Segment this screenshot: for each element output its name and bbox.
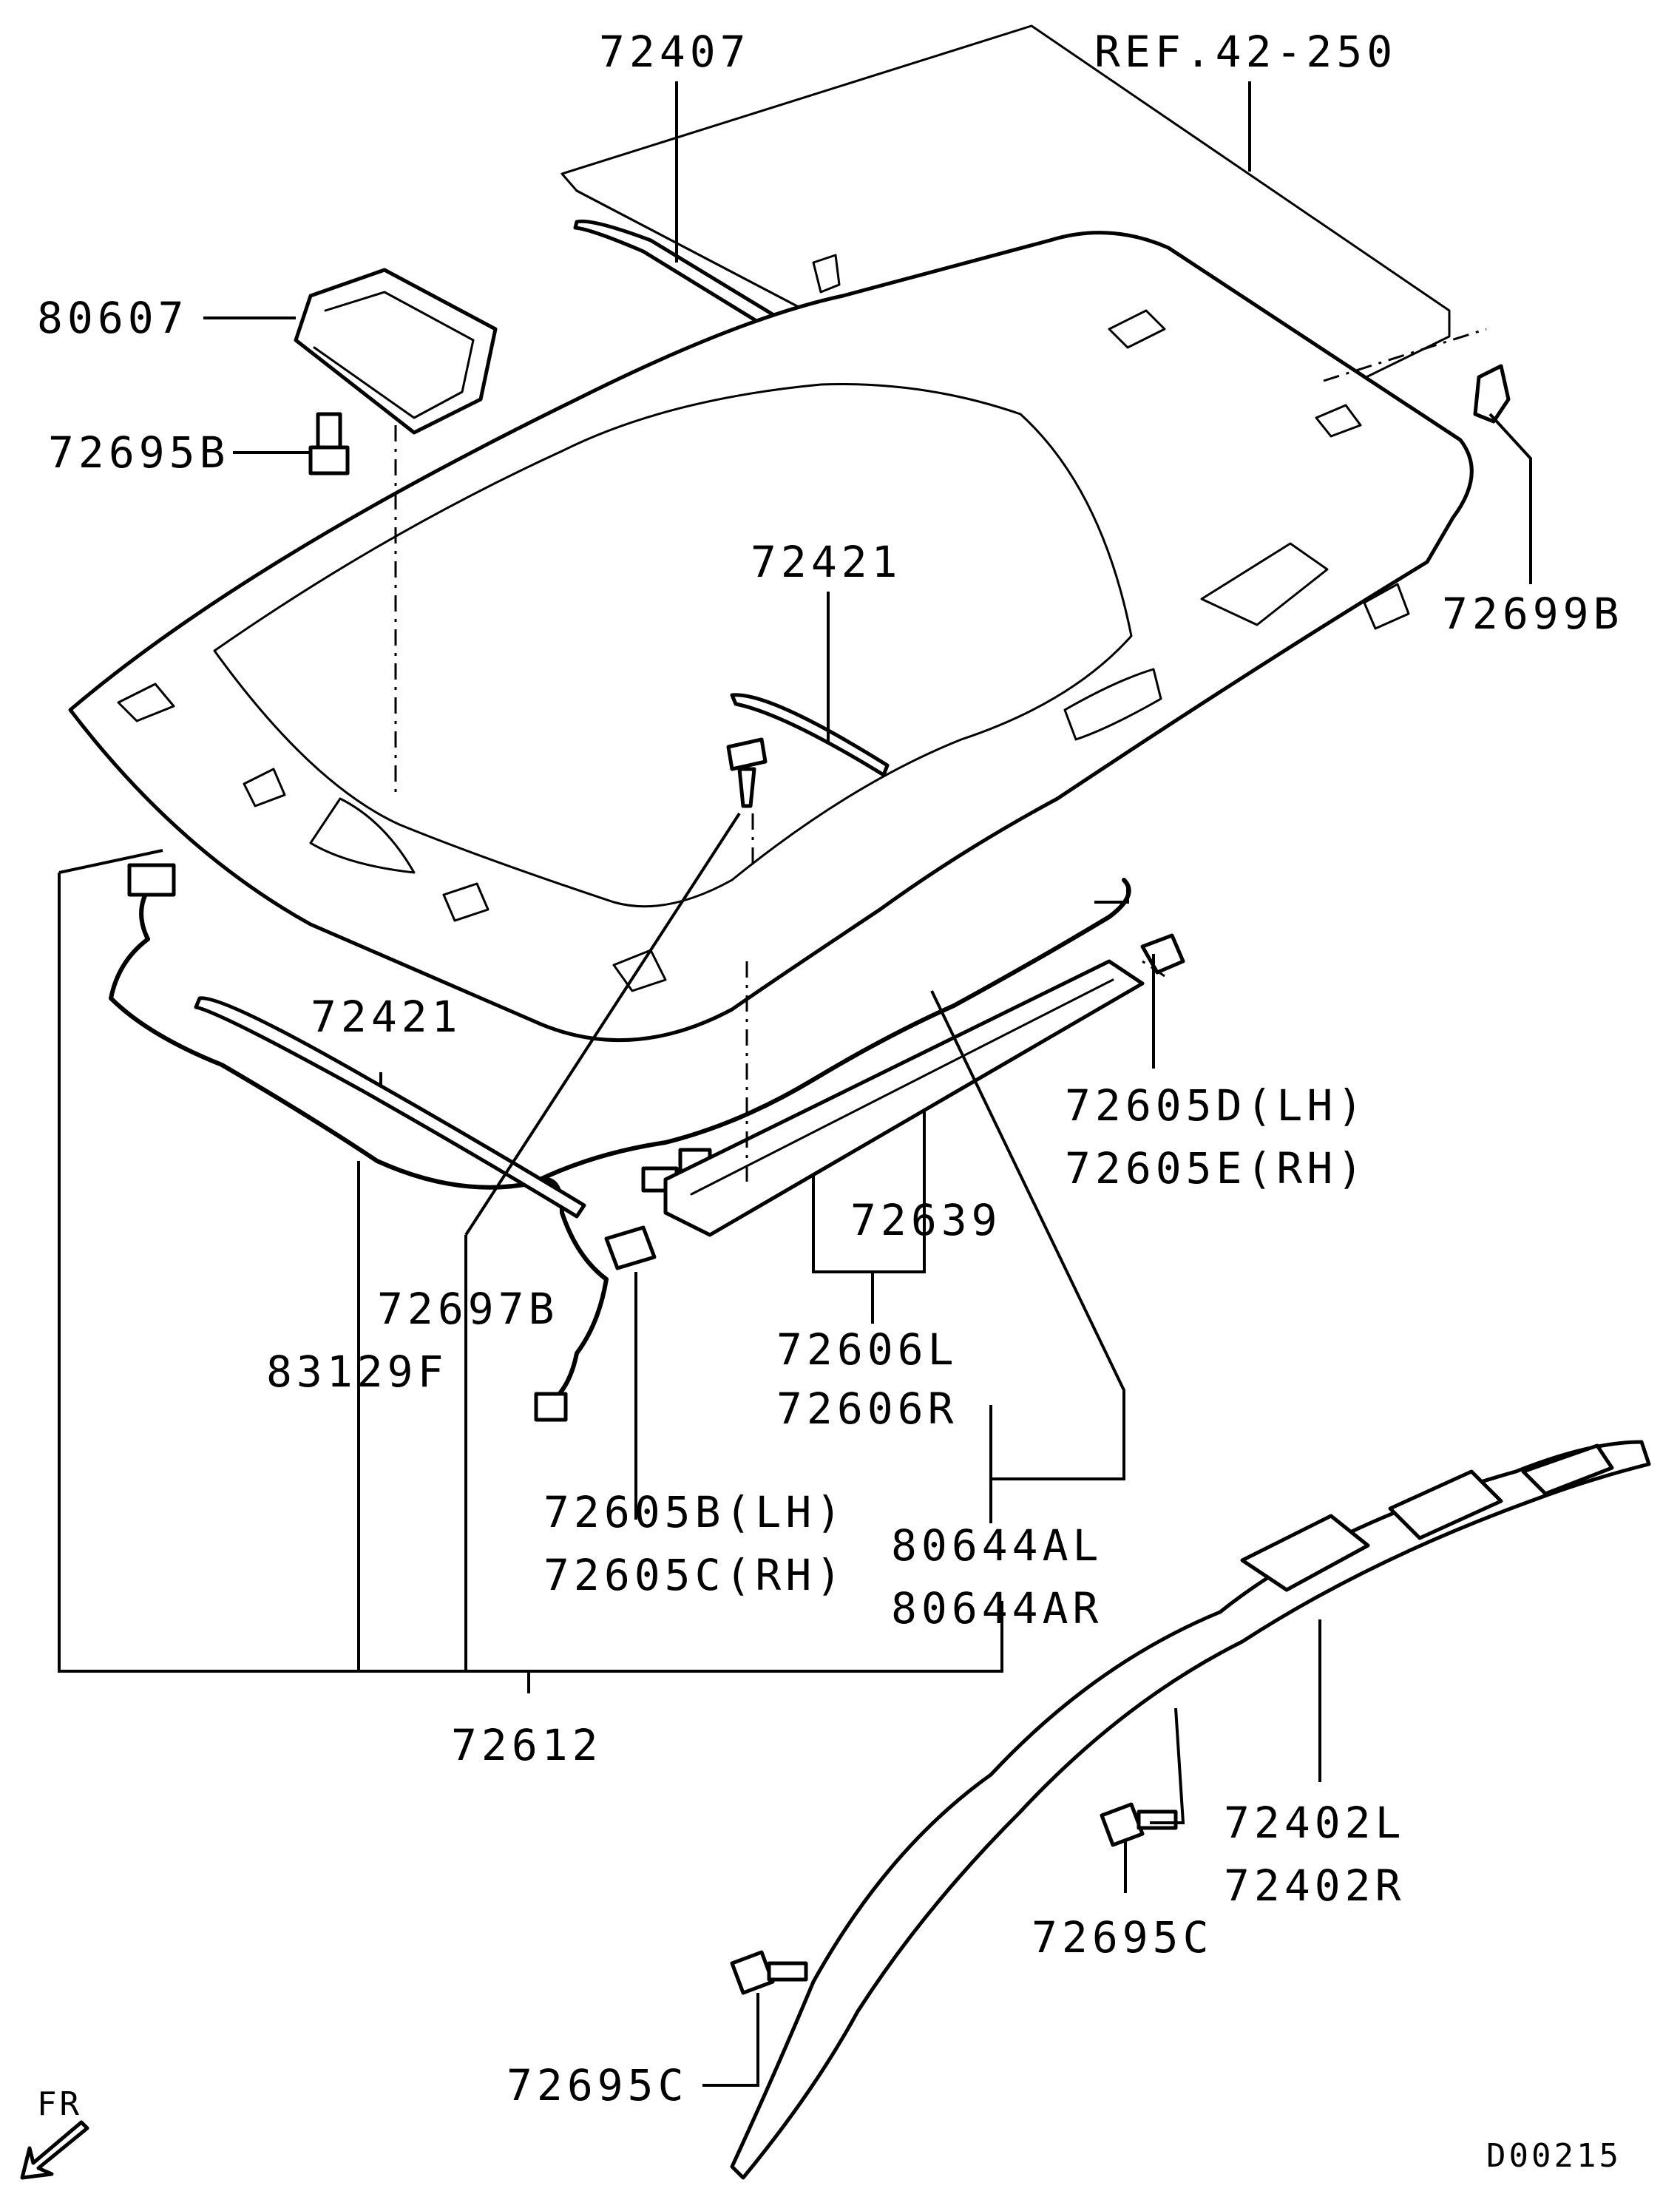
label-72695B: 72695B bbox=[48, 427, 230, 478]
screw bbox=[726, 737, 768, 808]
label-72605C: 72605C(RH) bbox=[543, 1550, 846, 1600]
label-72639: 72639 bbox=[850, 1195, 1002, 1245]
label-72605E: 72605E(RH) bbox=[1065, 1143, 1367, 1194]
rail-strip-lower bbox=[194, 996, 586, 1219]
clip-72695B bbox=[308, 412, 350, 475]
label-80644AL: 80644AL bbox=[891, 1520, 1102, 1571]
label-72612: 72612 bbox=[451, 1720, 603, 1770]
label-72402L: 72402L bbox=[1224, 1798, 1406, 1848]
label-72421-upper: 72421 bbox=[751, 537, 902, 587]
label-80607: 80607 bbox=[37, 293, 189, 343]
label-72606R: 72606R bbox=[776, 1384, 958, 1434]
label-80644AR: 80644AR bbox=[891, 1583, 1102, 1633]
clip-72699B bbox=[1473, 364, 1511, 424]
label-72695C-right: 72695C bbox=[1032, 1912, 1213, 1963]
headlining bbox=[68, 231, 1474, 1043]
label-ref-42-250: REF.42-250 bbox=[1094, 27, 1397, 77]
label-72605B: 72605B(LH) bbox=[543, 1487, 846, 1537]
bracket bbox=[294, 268, 498, 435]
label-72402R: 72402R bbox=[1224, 1861, 1406, 1911]
label-72697B: 72697B bbox=[377, 1284, 559, 1334]
label-72606L: 72606L bbox=[776, 1324, 958, 1375]
label-83129F: 83129F bbox=[266, 1347, 448, 1397]
rail-strip-upper bbox=[730, 693, 890, 777]
clip-72695C-right bbox=[1100, 1802, 1178, 1847]
label-72695C-left: 72695C bbox=[507, 2060, 688, 2110]
leader-lines bbox=[58, 81, 1532, 2087]
front-direction-arrow-icon bbox=[20, 2120, 89, 2180]
label-72421-lower: 72421 bbox=[311, 992, 462, 1042]
clip-72695C-left bbox=[730, 1950, 808, 1995]
label-72699B: 72699B bbox=[1442, 589, 1624, 639]
label-fr: FR bbox=[37, 2085, 82, 2123]
diagram-code: D00215 bbox=[1486, 2137, 1622, 2175]
label-72407: 72407 bbox=[599, 27, 751, 77]
curtain-airbag bbox=[730, 1440, 1651, 2180]
label-72605D: 72605D(LH) bbox=[1065, 1080, 1367, 1131]
